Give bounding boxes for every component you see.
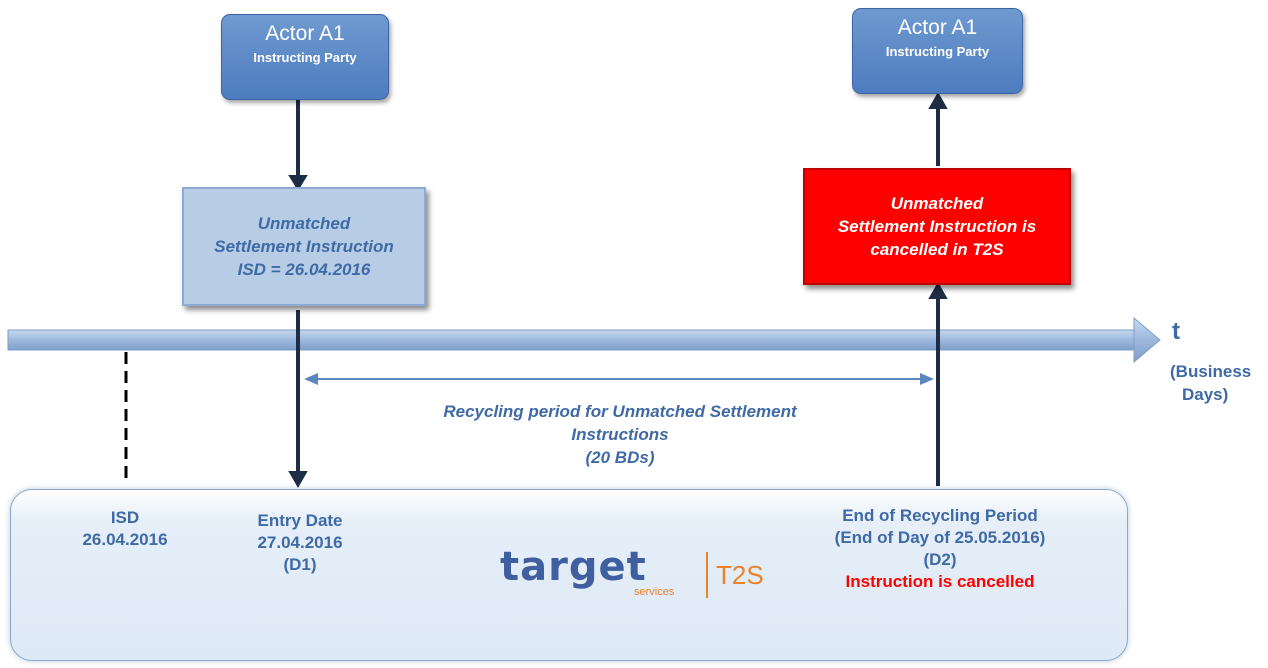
end-line2: (End of Day of 25.05.2016) — [834, 528, 1046, 547]
cancelled-line1: Unmatched — [890, 194, 984, 213]
actor-a1-right: Actor A1 Instructing Party — [852, 8, 1023, 94]
axis-note: (Business Days) — [1170, 360, 1251, 406]
logo-divider — [706, 552, 708, 598]
arrow-instruction-to-entry-date — [288, 310, 308, 489]
cancelled-line3: cancelled in T2S — [870, 240, 1004, 259]
cancelled-line2: Settlement Instruction is — [837, 217, 1037, 236]
actor-a1-left: Actor A1 Instructing Party — [221, 14, 389, 100]
end-line1: End of Recycling Period — [842, 506, 1038, 525]
logo-sub: services — [634, 586, 675, 598]
axis-note-line1: (Business — [1170, 362, 1252, 381]
logo-word: target — [500, 544, 647, 590]
instruction-line1: Unmatched — [257, 214, 351, 233]
unmatched-instruction-box: Unmatched Settlement Instruction ISD = 2… — [182, 187, 426, 306]
isd-label: ISD 26.04.2016 — [50, 507, 200, 551]
instruction-line3: ISD = 26.04.2016 — [237, 260, 371, 279]
recycling-period-arrow — [304, 373, 934, 385]
end-of-recycling-label: End of Recycling Period (End of Day of 2… — [810, 505, 1070, 593]
entry-date-value: 27.04.2016 — [257, 533, 343, 552]
recycling-line3: (20 BDs) — [585, 448, 655, 467]
logo-product: T2S — [716, 560, 764, 590]
isd-line1: ISD — [110, 508, 140, 527]
target-services-logo: target services T2S — [500, 544, 780, 608]
recycling-period-label: Recycling period for Unmatched Settlemen… — [400, 400, 840, 469]
arrow-cancelled-to-actor — [928, 91, 948, 166]
instruction-line2: Settlement Instruction — [214, 237, 394, 256]
axis-label-t: t — [1172, 318, 1180, 345]
arrow-actor-to-instruction — [288, 99, 308, 191]
entry-date-label: Entry Date 27.04.2016 (D1) — [220, 510, 380, 576]
instruction-cancelled-text: Instruction is cancelled — [845, 572, 1035, 591]
entry-date-d1: (D1) — [283, 555, 317, 574]
actor-subtitle: Instructing Party — [253, 50, 357, 65]
timeline-bar — [7, 316, 1161, 364]
end-d2: (D2) — [923, 550, 957, 569]
entry-date-line1: Entry Date — [257, 511, 343, 530]
settlement-panel — [10, 489, 1128, 661]
actor-subtitle: Instructing Party — [885, 44, 990, 59]
axis-note-line2: Days) — [1182, 385, 1229, 404]
isd-date: 26.04.2016 — [82, 530, 168, 549]
arrow-end-to-cancelled — [928, 281, 948, 486]
recycling-line2: Instructions — [571, 425, 669, 444]
actor-title: Actor A1 — [265, 22, 345, 45]
recycling-line1: Recycling period for Unmatched Settlemen… — [443, 402, 797, 421]
cancelled-instruction-box: Unmatched Settlement Instruction is canc… — [803, 168, 1071, 285]
actor-title: Actor A1 — [897, 16, 978, 39]
